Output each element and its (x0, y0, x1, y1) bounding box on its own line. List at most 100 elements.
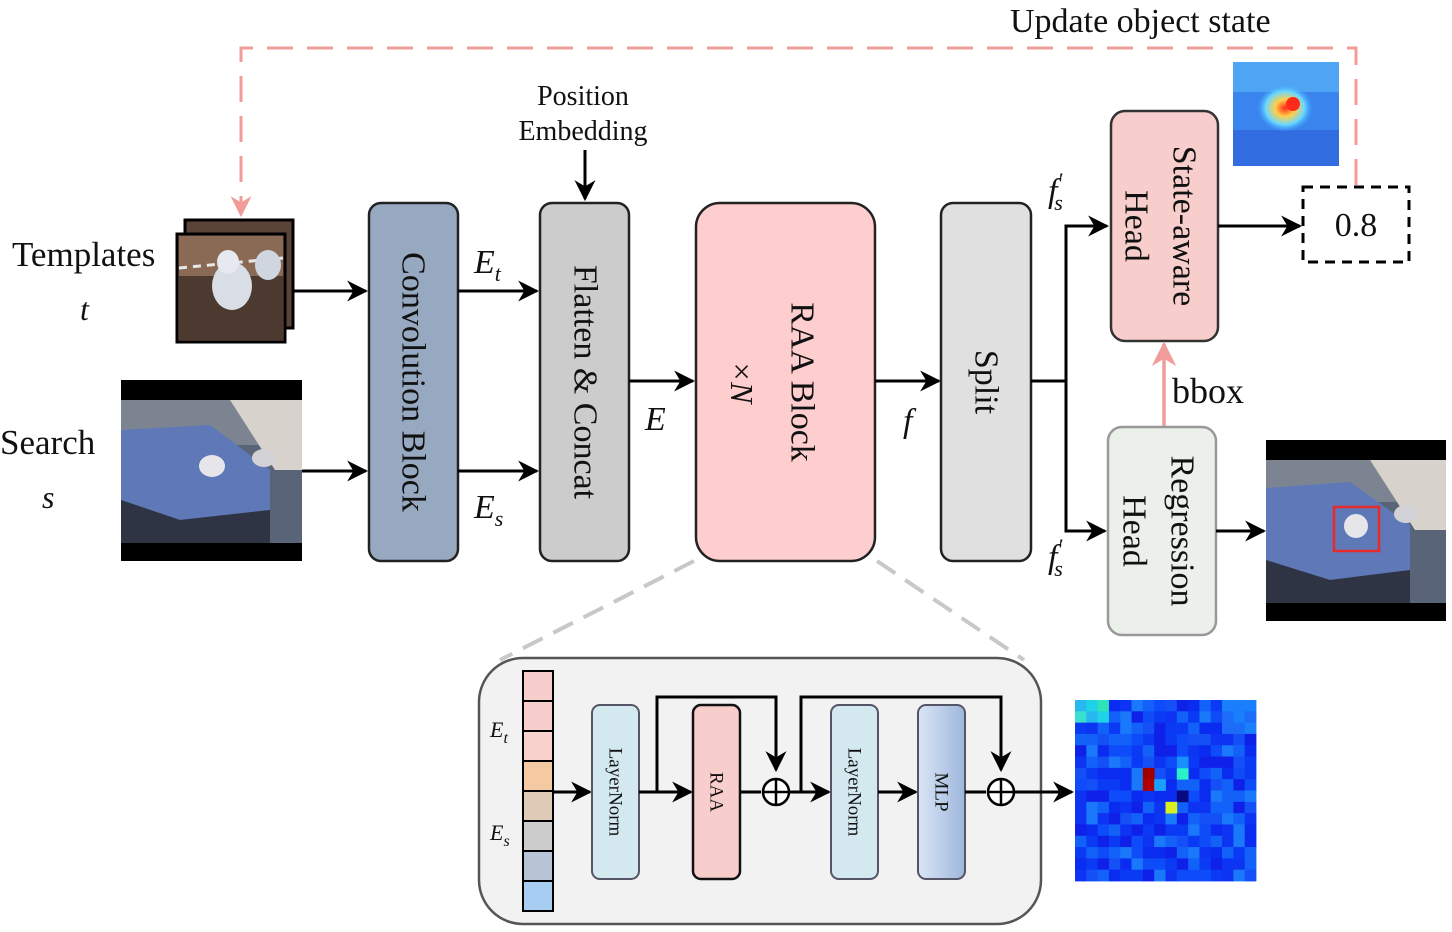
attention-cell (1176, 733, 1189, 746)
attention-cell (1222, 745, 1234, 757)
attention-hot-cell (1176, 790, 1189, 803)
attention-hot-cell (1165, 801, 1178, 814)
attention-cell (1075, 722, 1087, 735)
attention-cell (1199, 847, 1212, 859)
attention-cell (1233, 790, 1246, 803)
split-to-regression-head-arrow (1064, 381, 1108, 542)
attention-cell (1165, 756, 1178, 769)
mlp-label: MLP (931, 772, 952, 811)
attention-cell (1075, 824, 1087, 837)
attention-cell (1222, 801, 1234, 814)
attention-cell (1120, 767, 1132, 780)
attention-cell (1120, 869, 1132, 882)
attention-cell (1244, 779, 1257, 791)
attention-cell (1210, 767, 1223, 780)
attention-hot-cell (1142, 779, 1155, 791)
zoom-line-left (499, 559, 695, 662)
attention-cell (1154, 722, 1166, 735)
attention-cell (1108, 733, 1121, 746)
attention-cell (1210, 745, 1223, 757)
attention-cell (1154, 745, 1166, 757)
attention-cell (1210, 858, 1223, 871)
attention-cell (1097, 733, 1110, 746)
attention-cell (1154, 858, 1166, 871)
state-heatmap-thumbnail (1233, 62, 1339, 166)
attention-cell (1142, 700, 1155, 712)
raa-repeat-label: ×N (724, 361, 760, 406)
attention-cell (1233, 869, 1246, 882)
fs-top-label: f′s (1048, 168, 1063, 215)
attention-cell (1142, 756, 1155, 769)
attention-cell (1154, 733, 1166, 746)
attention-cell (1075, 756, 1087, 769)
attention-cell (1131, 801, 1144, 814)
attention-cell (1210, 700, 1223, 712)
attention-cell (1120, 858, 1132, 871)
attention-cell (1199, 824, 1212, 837)
attention-cell (1188, 801, 1200, 814)
attention-cell (1086, 767, 1099, 780)
attention-cell (1222, 790, 1234, 803)
attention-cell (1199, 779, 1212, 791)
output-bbox (1332, 505, 1381, 553)
attention-cell (1199, 835, 1212, 848)
attention-cell (1086, 835, 1099, 848)
layernorm1-label: LayerNorm (605, 748, 626, 837)
attention-cell (1097, 722, 1110, 735)
attention-hot-cell (1176, 767, 1189, 780)
attention-cell (1244, 790, 1257, 803)
attention-cell (1199, 745, 1212, 757)
attention-cell (1108, 722, 1121, 735)
attention-cell (1097, 756, 1110, 769)
attention-cell (1199, 869, 1212, 882)
attention-cell (1165, 824, 1178, 837)
attention-cell (1244, 722, 1257, 735)
templates-label: Templates (12, 235, 155, 274)
attention-cell (1210, 869, 1223, 882)
update-object-state-label: Update object state (1010, 3, 1271, 40)
attention-hot-cell (1142, 767, 1155, 780)
attention-cell (1188, 756, 1200, 769)
attention-cell (1188, 711, 1200, 724)
attention-cell (1222, 756, 1234, 769)
detail-et-label: Et (489, 717, 508, 747)
attention-cell (1188, 700, 1200, 712)
attention-cell (1075, 745, 1087, 757)
attention-cell (1176, 869, 1189, 882)
attention-cell (1108, 858, 1121, 871)
attention-hot-cell (1176, 756, 1189, 769)
attention-cell (1131, 790, 1144, 803)
convolution-block (367, 201, 460, 563)
attention-cell (1142, 733, 1155, 746)
attention-cell (1199, 722, 1212, 735)
attention-cell (1131, 756, 1144, 769)
attention-cell (1120, 711, 1132, 724)
attention-cell (1222, 767, 1234, 780)
attention-cell (1075, 869, 1087, 882)
split-to-state-head-arrow (1064, 215, 1110, 381)
attention-cell (1222, 824, 1234, 837)
attention-cell (1131, 733, 1144, 746)
regression-head-line2: Head (1116, 495, 1153, 567)
attention-cell (1097, 745, 1110, 757)
attention-cell (1075, 858, 1087, 871)
attention-cell (1244, 767, 1257, 780)
attention-hot-cell (1154, 779, 1166, 791)
attention-cell (1108, 813, 1121, 825)
attention-cell (1154, 813, 1166, 825)
skip-connection-1 (655, 695, 787, 792)
attention-cell (1086, 858, 1099, 871)
attention-cell (1108, 835, 1121, 848)
attention-cell (1244, 733, 1257, 746)
attention-cell (1210, 790, 1223, 803)
attention-cell (1154, 869, 1166, 882)
attention-cell (1097, 779, 1110, 791)
attention-cell (1142, 824, 1155, 837)
attention-cell (1188, 733, 1200, 746)
attention-cell (1222, 733, 1234, 746)
attention-cell (1131, 767, 1144, 780)
attention-cell (1244, 869, 1257, 882)
attention-cell (1188, 824, 1200, 837)
attention-cell (1075, 733, 1087, 746)
attention-cell (1165, 722, 1178, 735)
